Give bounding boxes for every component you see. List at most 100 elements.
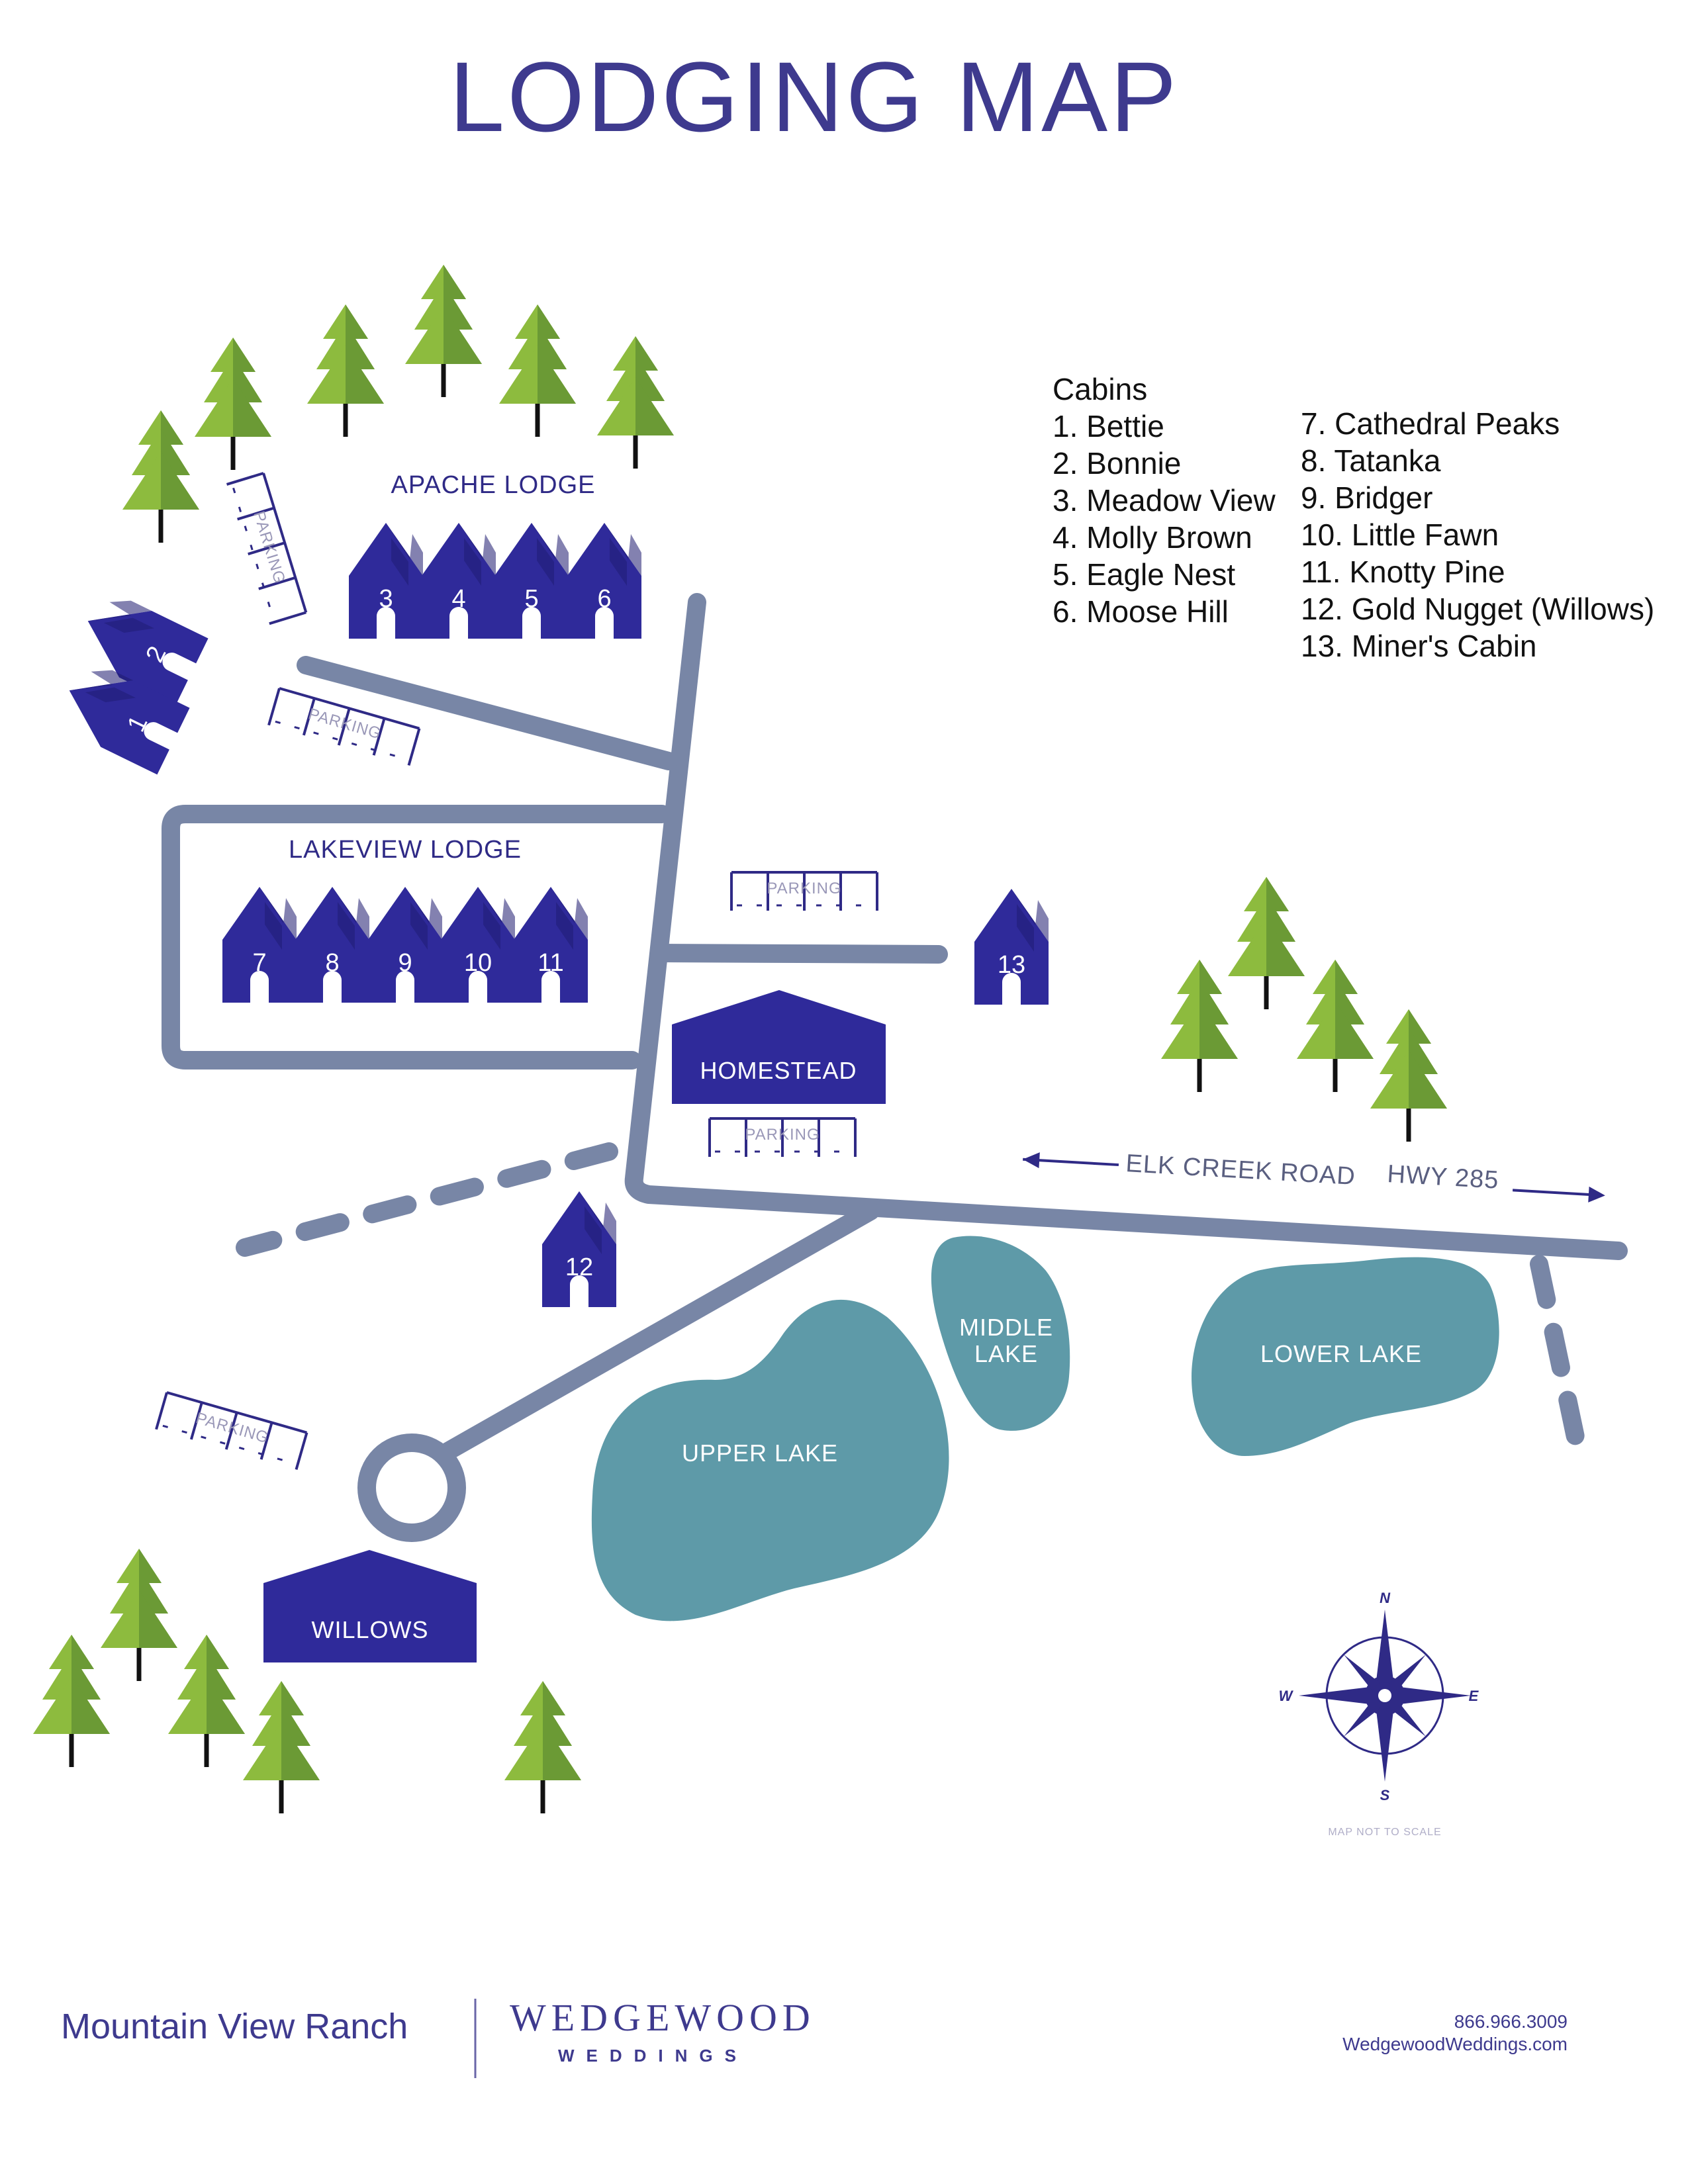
cabin-legend: Cabins 1. Bettie 2. Bonnie 3. Meadow Vie… [1053,372,1654,663]
middle-lake-label: LAKE [974,1340,1038,1367]
cabin-8: 8 [295,887,369,1003]
elk-creek-road-arrow [1023,1152,1119,1169]
willows-roundabout [357,1433,466,1542]
cabin-7: 7 [222,887,297,1003]
parking-label: PARKING [767,880,841,897]
footer: Mountain View Ranch WEDGEWOOD WEDDINGS 8… [61,1996,1568,2078]
cabin-3: 3 [349,523,423,639]
apache-lodge-label: APACHE LODGE [391,471,595,499]
legend-item: 10. Little Fawn [1301,518,1499,552]
cabin-number: 7 [252,949,266,977]
parking-miners: PARKING [730,871,878,912]
legend-item: 12. Gold Nugget (Willows) [1301,592,1654,626]
roads [162,593,1628,1542]
compass-rose: N S W E [1279,1590,1479,1803]
dirt-road-east [1530,1255,1588,1462]
upper-lake-label: UPPER LAKE [682,1439,838,1467]
tree-icon [1297,960,1374,1092]
road-labels: ELK CREEK ROAD HWY 285 [1023,1150,1605,1203]
hwy-285-label: HWY 285 [1386,1160,1499,1195]
parking-label: PARKING [745,1126,820,1144]
tree-icon [1228,877,1305,1009]
legend-item: 1. Bettie [1053,409,1164,443]
cabin-11: 11 [514,887,588,1003]
tree-icon [1161,960,1238,1092]
cabin-number: 13 [998,951,1025,979]
lakeview-lodge: LAKEVIEW LODGE 7 8 9 10 11 [222,836,588,1003]
legend-item: 11. Knotty Pine [1301,555,1505,589]
willows-label: WILLOWS [311,1616,428,1643]
brand-subtitle: WEDDINGS [558,2046,748,2066]
cabin-number: 9 [398,949,412,977]
legend-item: 2. Bonnie [1053,446,1181,480]
legend-item: 5. Eagle Nest [1053,557,1235,592]
homestead: HOMESTEAD [672,990,886,1104]
tree-icon [307,304,384,437]
cabin-number: 10 [464,949,492,977]
parking-label: PARKING [250,509,289,586]
cabin-4: 4 [422,523,496,639]
tree-icon [33,1635,110,1767]
lakes: UPPER LAKE MIDDLE LAKE LOWER LAKE [591,1236,1499,1621]
cabin-number: 12 [565,1253,593,1281]
map-scale-note: MAP NOT TO SCALE [1328,1827,1441,1838]
apache-lodge: APACHE LODGE 3 4 5 6 [349,471,641,639]
tree-icon [101,1549,177,1681]
cabin-number: 8 [325,949,339,977]
willows-lodge: WILLOWS [263,1550,477,1662]
tree-icon [168,1635,245,1767]
parking-label: PARKING [194,1409,271,1447]
legend-item: 4. Molly Brown [1053,520,1252,555]
tree-icon [243,1681,320,1813]
parking-apache: PARKING [225,472,308,625]
lakeview-loop-road [162,805,671,1069]
page-title: LODGING MAP [449,41,1180,152]
legend-heading: Cabins [1053,372,1147,406]
cabin-number: 5 [524,585,538,613]
willows-road [436,1202,880,1462]
tree-icon [597,336,674,469]
main-road [624,593,1628,1260]
legend-item: 7. Cathedral Peaks [1301,406,1560,441]
hwy-285-arrow [1512,1186,1605,1203]
cabin-12: 12 [542,1191,616,1307]
parking-label: PARKING [306,705,383,743]
cabin-9: 9 [368,887,442,1003]
ranch-name: Mountain View Ranch [61,2007,408,2046]
tree-icon [499,304,576,437]
parking-homestead: PARKING [708,1117,857,1158]
tree-icon [405,265,482,397]
cabin-10: 10 [441,887,515,1003]
compass-south: S [1380,1787,1390,1803]
contact-phone: 866.966.3009 [1454,2011,1568,2032]
dirt-road-west [236,1142,618,1257]
cabin-13: 13 [974,889,1049,1005]
cabins-1-2: 2 1 [53,587,209,775]
middle-lake [931,1236,1070,1431]
tree-icon [122,410,199,543]
tree-icon [504,1681,581,1813]
legend-item: 9. Bridger [1301,480,1432,515]
cabin-2: 2 [71,587,209,705]
cabin-number: 11 [538,949,563,977]
parking-cabins-1-2: PARKING [267,687,421,767]
legend-item: 13. Miner's Cabin [1301,629,1537,663]
compass-star [1376,1610,1394,1696]
homestead-label: HOMESTEAD [700,1057,857,1084]
compass-east: E [1469,1688,1479,1704]
wedgewood-logo: WEDGEWOOD WEDDINGS [510,1996,816,2066]
legend-item: 8. Tatanka [1301,443,1441,478]
elk-creek-road-label: ELK CREEK ROAD [1125,1150,1356,1191]
cabin-6: 6 [567,523,641,639]
contact-website[interactable]: WedgewoodWeddings.com [1342,2034,1568,2054]
legend-item: 6. Moose Hill [1053,594,1229,629]
cabin-number: 6 [597,585,611,613]
compass-west: W [1279,1688,1294,1704]
lakeview-lodge-label: LAKEVIEW LODGE [289,836,522,864]
tree-icon [195,338,271,470]
legend-item: 3. Meadow View [1053,483,1276,518]
lower-lake [1192,1257,1499,1456]
brand-name: WEDGEWOOD [510,1996,816,2039]
lower-lake-label: LOWER LAKE [1260,1340,1422,1367]
